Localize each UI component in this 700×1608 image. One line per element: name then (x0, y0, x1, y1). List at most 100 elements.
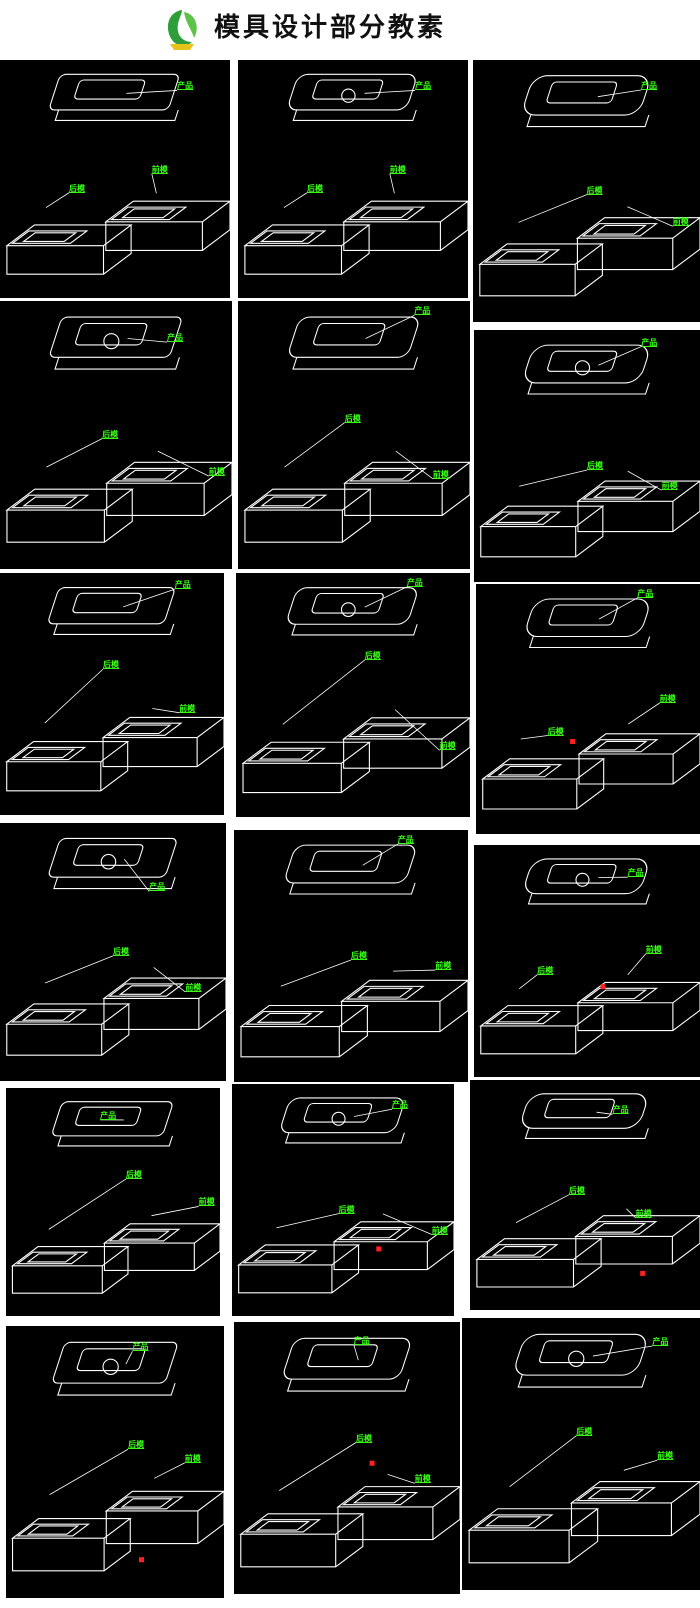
mold-panel: 产品后模前模 (470, 1080, 700, 1310)
cavity-block (577, 733, 700, 785)
product-label: 产品 (415, 81, 432, 91)
product-part (48, 586, 175, 636)
product-part (515, 1333, 647, 1388)
product-label: 产品 (641, 337, 658, 347)
core-label: 后模 (587, 461, 603, 471)
core-block (243, 488, 372, 543)
product-label: 产品 (612, 1105, 629, 1115)
mold-drawing (239, 843, 468, 1058)
core-label: 后模 (586, 185, 603, 195)
cavity-label: 前模 (645, 944, 662, 954)
core-label: 后模 (356, 1433, 373, 1443)
core-label: 后模 (103, 660, 120, 670)
cavity-block (569, 1480, 700, 1537)
mold-drawing (5, 837, 226, 1056)
cavity-block (332, 1221, 454, 1271)
core-block (481, 758, 606, 810)
core-label: 后模 (576, 1426, 593, 1436)
mold-panel: 产品后模前模 (236, 573, 470, 817)
mold-panel: 产品后模前模 (473, 60, 700, 322)
core-block (5, 1003, 131, 1056)
cavity-block (339, 979, 468, 1033)
mold-panel: 产品后模前模 (474, 330, 700, 582)
product-label: 产品 (652, 1337, 669, 1347)
cavity-label: 前模 (672, 217, 689, 227)
mold-drawing (241, 586, 470, 794)
mold-drawing (239, 1337, 460, 1568)
mold-panel: 产品后模前模 (6, 1088, 220, 1316)
product-part (288, 316, 419, 370)
red-marker (138, 1557, 144, 1563)
mold-panel: 产品后模前模 (6, 1326, 224, 1598)
core-block (467, 1508, 600, 1564)
cavity-block (575, 217, 700, 271)
product-part (48, 837, 177, 890)
core-label: 后模 (537, 965, 554, 975)
core-block (10, 1517, 132, 1572)
cavity-label: 前模 (439, 741, 456, 751)
cavity-label: 前模 (151, 164, 168, 174)
mold-drawing (481, 597, 700, 810)
core-label: 后模 (344, 413, 361, 423)
cavity-label: 前模 (435, 961, 452, 971)
core-block (10, 1246, 130, 1294)
cavity-label: 前模 (179, 703, 196, 713)
core-label: 后模 (113, 946, 129, 956)
mold-panel: 产品后模 前模 (474, 845, 700, 1077)
cavity-label: 前模 (185, 982, 202, 992)
product-label: 产品 (177, 81, 194, 91)
product-label: 产品 (174, 580, 191, 590)
core-block (239, 1004, 370, 1058)
mold-drawing (5, 316, 232, 543)
product-part (285, 844, 416, 895)
product-label: 产品 (391, 1100, 408, 1110)
mold-drawing (475, 1093, 700, 1288)
page-header: 模具设计部分教素 (0, 0, 700, 58)
product-label: 产品 (627, 868, 644, 878)
cavity-block (104, 1490, 224, 1545)
cavity-label: 前模 (184, 1453, 201, 1463)
product-part (283, 1337, 411, 1392)
product-part (287, 587, 418, 636)
mold-drawing (5, 586, 224, 792)
product-label: 产品 (637, 589, 654, 598)
mold-panel: 产品后模前模 (0, 823, 226, 1081)
mold-drawing (243, 314, 470, 543)
product-part (526, 598, 651, 649)
mold-panel: 产品后模前模 (238, 60, 468, 298)
core-block (5, 488, 134, 543)
product-label: 产品 (406, 577, 423, 587)
cavity-label: 前模 (661, 481, 678, 491)
core-block (478, 243, 605, 297)
product-part (52, 1101, 174, 1147)
red-marker (640, 1270, 646, 1276)
product-part (288, 73, 417, 122)
core-label: 后模 (69, 183, 85, 193)
cavity-block (102, 977, 226, 1030)
cavity-label: 前模 (432, 469, 449, 479)
cavity-block (576, 480, 700, 533)
red-marker (369, 1460, 375, 1466)
cavity-block (104, 200, 230, 251)
mold-drawing (10, 1341, 224, 1572)
cavity-block (101, 716, 224, 768)
core-label: 后模 (568, 1185, 585, 1195)
product-label: 产品 (397, 835, 414, 845)
cavity-block (574, 1215, 700, 1265)
core-block (479, 505, 605, 558)
product-part (49, 316, 182, 370)
mold-panel: 产品后模 前模 (0, 60, 230, 298)
cavity-block (343, 461, 470, 516)
mold-panel: 产品后模前模 (234, 830, 468, 1082)
core-label: 后模 (307, 183, 323, 193)
product-label: 产品 (414, 306, 431, 316)
mold-drawing (478, 75, 700, 297)
cavity-label: 前模 (659, 694, 676, 703)
cavity-label: 前模 (657, 1451, 674, 1461)
core-label: 后模 (125, 1170, 142, 1180)
cavity-block (102, 1223, 220, 1271)
cavity-label: 前模 (208, 467, 225, 477)
mold-panel: 产品后模前模 (0, 573, 224, 815)
core-label: 后模 (351, 950, 367, 960)
mold-panel: 产品后模前模 (238, 301, 470, 569)
